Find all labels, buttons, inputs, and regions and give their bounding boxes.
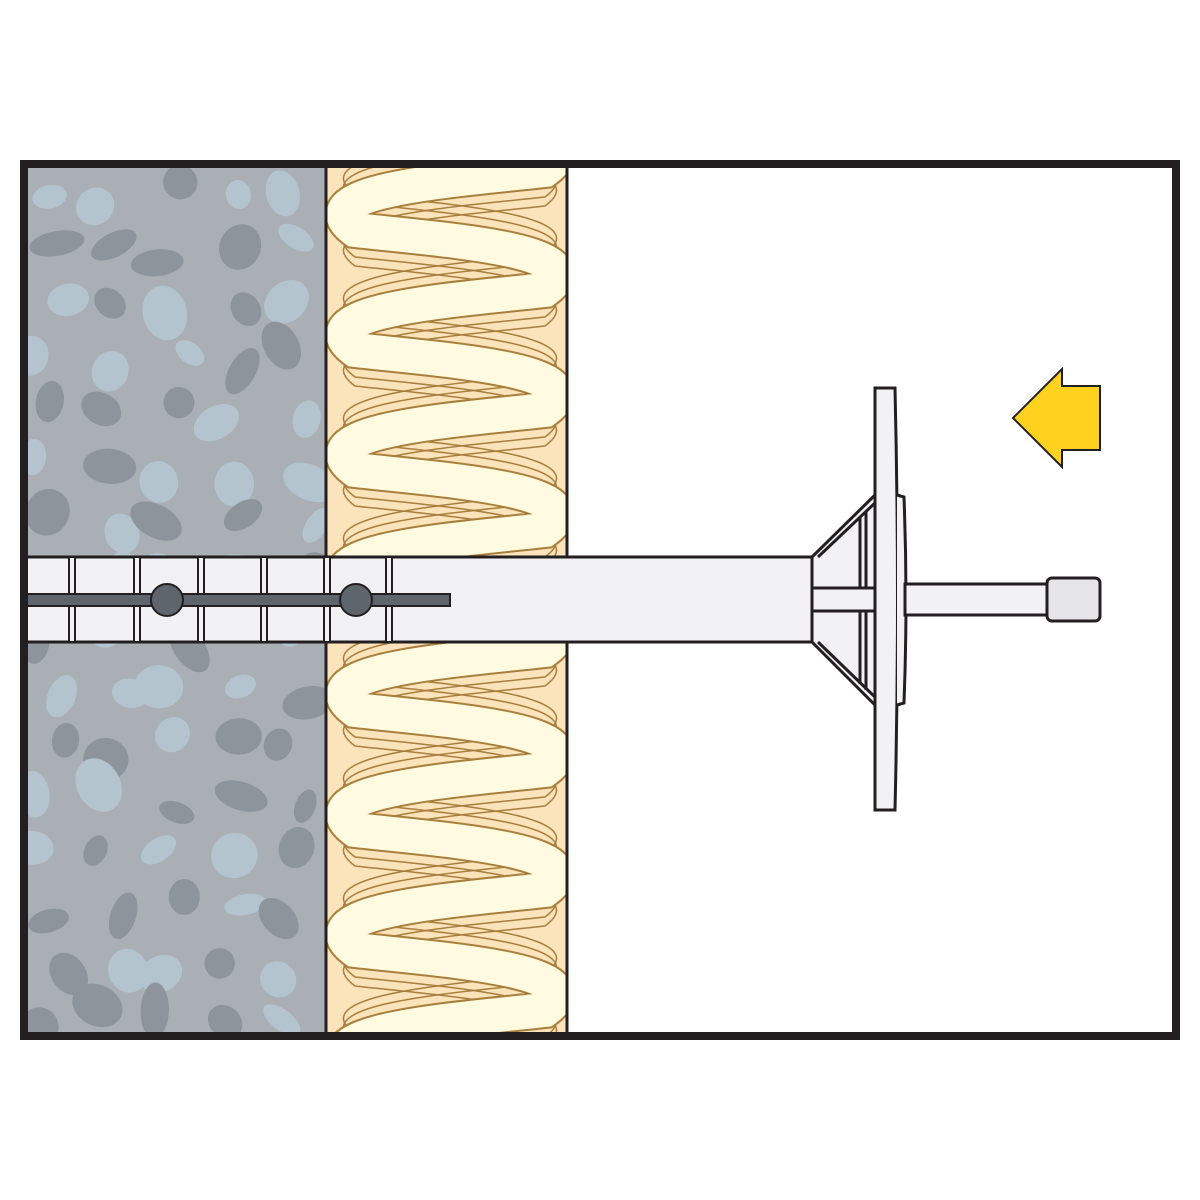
aggregate-stone — [140, 982, 169, 1036]
aggregate-stone — [263, 728, 293, 761]
aggregate-stone — [47, 283, 89, 317]
diagram-frame — [20, 160, 1180, 1040]
aggregate-stone — [260, 961, 297, 998]
aggregate-stone — [83, 835, 108, 866]
aggregate-stone — [224, 893, 266, 916]
aggregate-stone — [25, 489, 70, 536]
aggregate-stone — [104, 513, 140, 554]
aggregate-stone — [24, 335, 49, 376]
aggregate-stone — [139, 954, 183, 993]
aggregate-stone — [94, 287, 126, 319]
aggregate-stone — [264, 279, 309, 324]
aggregate-stone — [27, 908, 69, 934]
aggregate-stone — [175, 340, 205, 366]
aggregate-stone — [278, 223, 314, 252]
aggregate-stone — [282, 685, 326, 720]
pin — [903, 582, 1050, 617]
aggregate-stone — [139, 461, 179, 503]
aggregate-stone — [225, 674, 256, 699]
aggregate-stone — [207, 1004, 243, 1036]
aggregate-stone — [75, 187, 115, 226]
aggregate-stone — [265, 170, 301, 217]
aggregate-stone — [302, 508, 326, 543]
aggregate-stone — [82, 448, 137, 484]
aggregate-stone — [130, 501, 182, 541]
aggregate-stone — [215, 718, 263, 755]
aggregate-stone — [72, 983, 123, 1028]
aggregate-stone — [278, 826, 315, 869]
retaining-plate — [873, 386, 899, 812]
aggregate-stone — [258, 898, 299, 940]
aggregate-stone — [108, 948, 149, 993]
aggregate-stone — [211, 832, 258, 879]
aggregate-stone — [163, 386, 195, 419]
aggregate-stone — [283, 462, 326, 503]
aggregate-stone — [51, 723, 80, 758]
aggregate-stone — [91, 350, 129, 392]
aggregate-stone — [35, 380, 64, 423]
aggregate-stone — [46, 675, 78, 718]
aggregate-stone — [49, 952, 89, 996]
aggregate-stone — [225, 347, 260, 395]
aggregate-stone — [155, 717, 191, 753]
aggregate-stone — [168, 879, 200, 915]
aggregate-stone — [108, 892, 138, 940]
aggregate-stone — [140, 835, 177, 865]
aggregate-stone — [263, 1004, 301, 1036]
aggregate-stone — [292, 400, 321, 438]
aggregate-stone — [223, 499, 263, 532]
aggregate-stone — [29, 230, 85, 257]
aggregate-stone — [24, 830, 54, 865]
insulation-plate-dowel-head — [810, 386, 1102, 812]
nail-knob — [339, 583, 373, 617]
aggregate-stone — [293, 789, 317, 823]
aggregate-stone — [225, 179, 251, 210]
aggregate-stone — [163, 165, 198, 200]
aggregate-stone — [81, 391, 122, 427]
aggregate-stone — [130, 249, 184, 277]
aggregate-stone — [159, 800, 195, 824]
aggregate-stone — [193, 404, 239, 442]
aggregate-stone — [142, 285, 188, 341]
aggregate-stone — [214, 461, 255, 507]
aggregate-stone — [214, 780, 268, 812]
aggregate-stone — [219, 224, 262, 270]
aggregate-stone — [134, 665, 184, 709]
aggregate-stone — [32, 184, 67, 209]
pin-cap — [1045, 576, 1102, 623]
arrow-left-icon — [1011, 366, 1101, 470]
cone-shaft — [810, 586, 877, 613]
aggregate-stone — [204, 948, 235, 979]
nail-knob — [150, 583, 184, 617]
aggregate-stone — [230, 292, 262, 327]
aggregate-stone — [261, 321, 301, 370]
aggregate-stone — [91, 229, 137, 261]
aggregate-stone — [75, 758, 122, 812]
aggregate-stone — [24, 1007, 59, 1036]
